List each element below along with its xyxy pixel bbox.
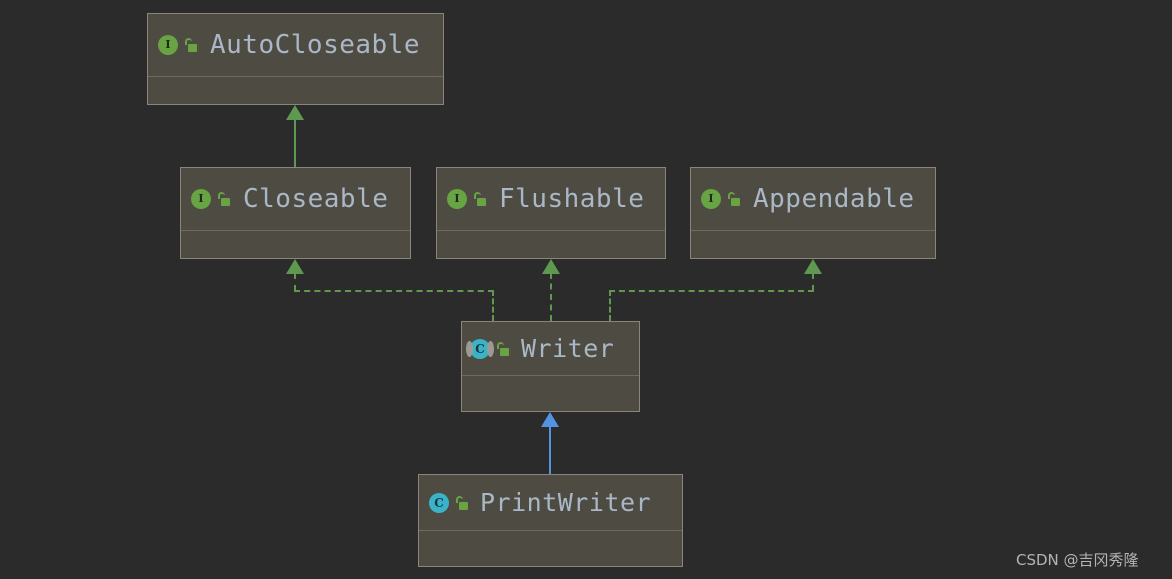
unlocked-padlock-icon — [496, 341, 509, 356]
node-header-flushable: I Flushable — [437, 168, 665, 231]
unlocked-padlock-icon — [217, 192, 230, 206]
edge-writer-implements-appendable-riser — [609, 290, 611, 321]
node-header-autocloseable: I AutoCloseable — [148, 14, 443, 77]
uml-node-autocloseable[interactable]: I AutoCloseable — [147, 13, 444, 105]
uml-node-appendable[interactable]: I Appendable — [690, 167, 936, 259]
uml-node-flushable[interactable]: I Flushable — [436, 167, 666, 259]
node-title-printwriter: PrintWriter — [480, 488, 652, 517]
edge-writer-implements-appendable-drop — [812, 273, 814, 291]
node-title-closeable: Closeable — [243, 184, 389, 214]
node-members-closeable — [181, 231, 410, 258]
unlocked-padlock-icon — [473, 192, 486, 206]
node-members-printwriter — [419, 531, 682, 566]
edge-printwriter-extends-writer-line — [549, 426, 551, 474]
interface-icon: I — [447, 189, 467, 209]
edge-writer-implements-appendable-arrowhead — [804, 259, 822, 274]
edge-writer-implements-closeable-riser — [492, 290, 494, 321]
node-header-writer: C Writer — [462, 322, 639, 376]
abstract-class-icon: C — [466, 338, 494, 359]
watermark-text: CSDN @吉冈秀隆 — [1016, 551, 1139, 569]
edge-writer-implements-flushable-arrowhead — [542, 259, 560, 274]
unlocked-padlock-icon — [727, 192, 740, 206]
node-members-appendable — [691, 231, 935, 258]
node-title-autocloseable: AutoCloseable — [210, 30, 420, 60]
edge-writer-implements-closeable-arrowhead — [286, 259, 304, 274]
node-members-flushable — [437, 231, 665, 258]
node-title-writer: Writer — [521, 334, 615, 363]
uml-node-closeable[interactable]: I Closeable — [180, 167, 411, 259]
node-title-flushable: Flushable — [499, 184, 645, 214]
interface-icon: I — [191, 189, 211, 209]
unlocked-padlock-icon — [184, 38, 197, 52]
edge-closeable-extends-autocloseable-line — [294, 119, 296, 167]
node-header-closeable: I Closeable — [181, 168, 410, 231]
interface-icon: I — [701, 189, 721, 209]
edge-writer-implements-closeable-span — [294, 290, 494, 292]
unlocked-padlock-icon — [455, 495, 468, 510]
edge-closeable-extends-autocloseable-arrowhead — [286, 105, 304, 120]
edge-writer-implements-appendable-span — [609, 290, 814, 292]
edge-printwriter-extends-writer-arrowhead — [541, 412, 559, 427]
class-icon: C — [429, 492, 449, 513]
node-members-autocloseable — [148, 77, 443, 104]
interface-icon: I — [158, 35, 178, 55]
node-header-appendable: I Appendable — [691, 168, 935, 231]
node-title-appendable: Appendable — [753, 184, 915, 214]
edge-writer-implements-closeable-drop — [294, 273, 296, 291]
node-header-printwriter: C PrintWriter — [419, 475, 682, 531]
uml-node-printwriter[interactable]: C PrintWriter — [418, 474, 683, 567]
edge-writer-implements-flushable-line — [550, 273, 552, 321]
uml-node-writer[interactable]: C Writer — [461, 321, 640, 412]
node-members-writer — [462, 376, 639, 411]
